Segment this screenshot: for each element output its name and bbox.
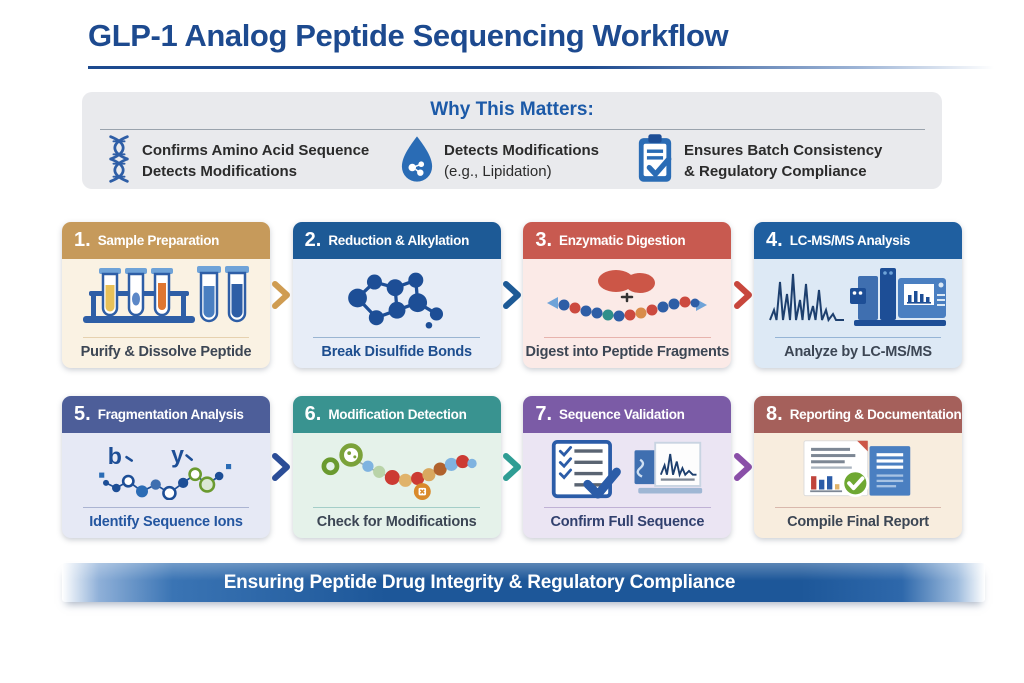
- step-body: Digest into Peptide Fragments: [523, 259, 731, 368]
- step-title: Enzymatic Digestion: [559, 233, 686, 248]
- step-caption: Compile Final Report: [787, 514, 929, 530]
- step-caption: Digest into Peptide Fragments: [525, 344, 730, 360]
- step-body: b y: [62, 433, 270, 538]
- title-underline: [88, 66, 994, 69]
- step-header: 2. Reduction & Alkylation: [292, 222, 501, 259]
- why-item-modifications: Detects Modifications (e.g., Lipidation): [400, 134, 599, 189]
- arrow-step5-to-step6: [270, 396, 293, 538]
- svg-text:y: y: [171, 441, 184, 467]
- step-body: Break Disulfide Bonds: [293, 259, 501, 368]
- why-item-text: Detects Modifications (e.g., Lipidation): [444, 142, 600, 180]
- step-number: 5.: [74, 403, 91, 425]
- step-title: Reduction & Alkylation: [328, 233, 470, 248]
- page-title: GLP-1 Analog Peptide Sequencing Workflow: [88, 18, 729, 53]
- why-item-compliance: Ensures Batch Consistency & Regulatory C…: [636, 134, 882, 189]
- step-caption: Analyze by LC-MS/MS: [784, 344, 932, 360]
- step-title: Modification Detection: [328, 407, 467, 422]
- by-ions-icon: b y: [62, 433, 270, 506]
- step-header: 1. Sample Preparation: [62, 222, 270, 259]
- step-header: 8. Reporting & Documentation: [754, 396, 963, 433]
- step-number: 2.: [304, 229, 322, 251]
- caption-divider: [544, 507, 711, 508]
- step-card-sample-preparation: 1. Sample Preparation: [62, 222, 270, 368]
- step-title: Sequence Validation: [559, 407, 685, 422]
- caption-divider: [82, 507, 250, 508]
- workflow-row-2: 5. Fragmentation Analysis b y: [62, 396, 963, 538]
- step-body: Check for Modifications: [293, 433, 501, 538]
- step-number: 6.: [304, 403, 322, 425]
- why-title: Why This Matters:: [430, 99, 594, 120]
- arrow-step3-to-step4: [731, 222, 754, 368]
- dna-icon: [106, 134, 132, 189]
- arrow-step1-to-step2: [270, 222, 293, 368]
- lcms-instrument-icon: [754, 259, 962, 336]
- step-card-enzymatic-digestion: 3. Enzymatic Digestion: [523, 222, 732, 368]
- why-item-sequence: Confirms Amino Acid Sequence Detects Mod…: [106, 134, 369, 189]
- step-caption: Break Disulfide Bonds: [321, 344, 472, 360]
- workflow-row-1: 1. Sample Preparation: [62, 222, 963, 368]
- step-number: 1.: [74, 229, 91, 251]
- bottom-banner: Ensuring Peptide Drug Integrity & Regula…: [62, 563, 985, 602]
- why-item-text: Confirms Amino Acid Sequence Detects Mod…: [142, 142, 370, 180]
- step-body: Compile Final Report: [754, 433, 962, 538]
- caption-divider: [774, 507, 942, 508]
- arrow-step2-to-step3: [501, 222, 524, 368]
- caption-divider: [313, 507, 480, 508]
- step-body: Analyze by LC-MS/MS: [754, 259, 962, 368]
- step-number: 4.: [766, 229, 783, 251]
- arrow-step7-to-step8: [731, 396, 754, 538]
- step-caption: Confirm Full Sequence: [550, 514, 705, 530]
- caption-divider: [313, 337, 480, 338]
- step-caption: Purify & Dissolve Peptide: [80, 344, 252, 360]
- step-header: 4. LC-MS/MS Analysis: [754, 222, 963, 259]
- step-number: 8.: [766, 403, 783, 425]
- why-divider: [100, 129, 925, 130]
- step-card-fragmentation-analysis: 5. Fragmentation Analysis b y: [62, 396, 270, 538]
- svg-text:b: b: [108, 443, 122, 469]
- checklist-icon: [523, 433, 731, 506]
- step-header: 7. Sequence Validation: [523, 396, 732, 433]
- step-card-lcms-analysis: 4. LC-MS/MS Analysis: [754, 222, 963, 368]
- step-card-reporting-documentation: 8. Reporting & Documentation: [754, 396, 963, 538]
- caption-divider: [544, 337, 711, 338]
- step-body: Confirm Full Sequence: [523, 433, 731, 538]
- caption-divider: [774, 337, 942, 338]
- step-number: 3.: [535, 229, 553, 251]
- step-title: Fragmentation Analysis: [97, 407, 244, 422]
- arrow-step6-to-step7: [501, 396, 524, 538]
- step-caption: Identify Sequence Ions: [89, 514, 243, 530]
- why-item-text: Ensures Batch Consistency & Regulatory C…: [684, 142, 883, 180]
- banner-text: Ensuring Peptide Drug Integrity & Regula…: [223, 571, 736, 593]
- step-card-reduction-alkylation: 2. Reduction & Alkylation: [292, 222, 501, 368]
- step-header: 5. Fragmentation Analysis: [62, 396, 270, 433]
- step-title: LC-MS/MS Analysis: [789, 233, 911, 248]
- step-header: 6. Modification Detection: [292, 396, 501, 433]
- step-title: Reporting & Documentation: [789, 407, 962, 422]
- clipboard-check-icon: [636, 134, 674, 189]
- step-title: Sample Preparation: [97, 233, 220, 248]
- caption-divider: [82, 337, 250, 338]
- step-header: 3. Enzymatic Digestion: [523, 222, 732, 259]
- droplet-icon: [400, 134, 434, 189]
- molecule-icon: [293, 259, 501, 336]
- why-this-matters-panel: Why This Matters: Confirms Amino Acid Se…: [82, 92, 942, 189]
- modified-beads-icon: [293, 433, 501, 506]
- step-card-modification-detection: 6. Modification Detection: [292, 396, 501, 538]
- step-card-sequence-validation: 7. Sequence Validation: [523, 396, 732, 538]
- report-icon: [754, 433, 962, 506]
- enzyme-digestion-icon: [523, 259, 731, 336]
- test-tubes-icon: [62, 259, 270, 336]
- step-body: Purify & Dissolve Peptide: [62, 259, 270, 368]
- step-caption: Check for Modifications: [316, 514, 477, 530]
- step-number: 7.: [535, 403, 553, 425]
